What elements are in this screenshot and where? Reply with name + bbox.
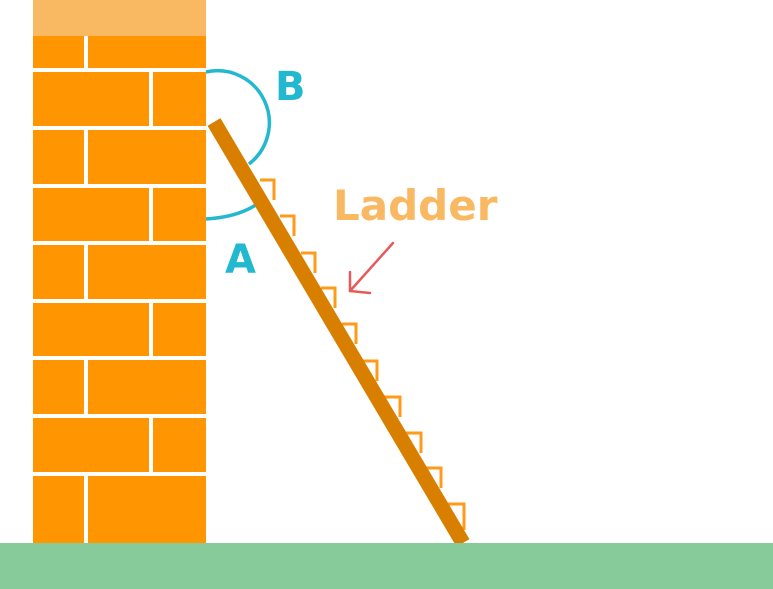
ladder-step [321, 286, 337, 308]
ladder-step [363, 359, 379, 381]
ladder-step [301, 251, 317, 273]
ladder-step [342, 322, 358, 344]
ladder-step [384, 395, 402, 417]
wall-body [33, 36, 206, 543]
ladder-step [405, 431, 423, 453]
angle-b-label: B [275, 64, 306, 110]
ladder-pointer-arrow [348, 241, 395, 295]
ladder-rail [207, 118, 470, 547]
ladder-steps [260, 178, 466, 530]
ladder-step [426, 466, 443, 488]
ground [0, 543, 773, 589]
angle-b-arc [205, 69, 272, 166]
wall-top-cap [33, 0, 206, 36]
brick-wall [33, 0, 206, 543]
angle-a-label: A [225, 237, 256, 283]
mortar-lines [33, 36, 206, 543]
ladder-step [260, 178, 276, 200]
ladder-step [447, 502, 466, 530]
ladder-label: Ladder [333, 181, 498, 230]
ladder-step [280, 214, 296, 236]
